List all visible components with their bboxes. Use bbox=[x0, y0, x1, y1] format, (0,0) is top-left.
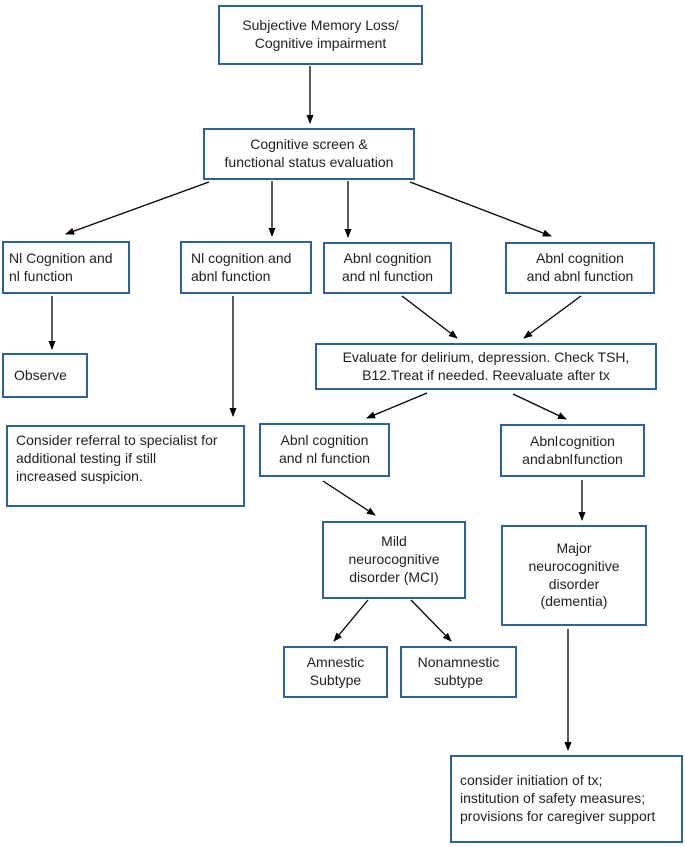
node-nl-cognition-nl-function: Nl Cognition and nl function bbox=[2, 241, 130, 294]
edge-mci-to-nonamnestic bbox=[410, 599, 452, 642]
node-consider-initiation-tx: consider initiation of tx; institution o… bbox=[450, 755, 683, 843]
edge-evaluate-to-abnl-abnl-2 bbox=[512, 393, 567, 420]
edge-evaluate-to-abnl-nl-2 bbox=[366, 392, 428, 419]
node-cognitive-screen: Cognitive screen & functional status eva… bbox=[203, 128, 415, 180]
node-evaluate-delirium-depression: Evaluate for delirium, depression. Check… bbox=[315, 343, 657, 390]
node-abnl-cognition-abnl-function-2: Abnl cognition and abnl function bbox=[500, 424, 645, 477]
node-nonamnestic-subtype: Nonamnestic subtype bbox=[400, 646, 517, 698]
node-observe: Observe bbox=[2, 353, 88, 398]
node-nl-cognition-abnl-function: Nl cognition and abnl function bbox=[180, 241, 312, 294]
node-subjective-memory-loss: Subjective Memory Loss/ Cognitive impair… bbox=[218, 5, 423, 65]
edge-abnl-nl-to-evaluate bbox=[401, 295, 458, 339]
edge-screen-to-abnl-abnl bbox=[409, 181, 552, 237]
edge-abnl-nl-2-to-mci bbox=[322, 480, 376, 516]
node-abnl-cognition-nl-function-2: Abnl cognition and nl function bbox=[259, 423, 390, 477]
edge-mci-to-amnestic bbox=[333, 599, 369, 642]
node-abnl-cognition-abnl-function: Abnl cognition and abnl function bbox=[505, 242, 655, 294]
node-amnestic-subtype: Amnestic Subtype bbox=[283, 646, 388, 698]
node-consider-referral: Consider referral to specialist for addi… bbox=[6, 425, 245, 507]
node-mild-neurocognitive-disorder: Mild neurocognitive disorder (MCI) bbox=[322, 521, 466, 599]
node-abnl-cognition-nl-function: Abnl cognition and nl function bbox=[323, 242, 452, 294]
node-major-neurocognitive-disorder: Major neurocognitive disorder (dementia) bbox=[501, 525, 647, 626]
edge-screen-to-nl-nl bbox=[65, 181, 210, 235]
edge-abnl-abnl-to-evaluate bbox=[523, 295, 582, 339]
